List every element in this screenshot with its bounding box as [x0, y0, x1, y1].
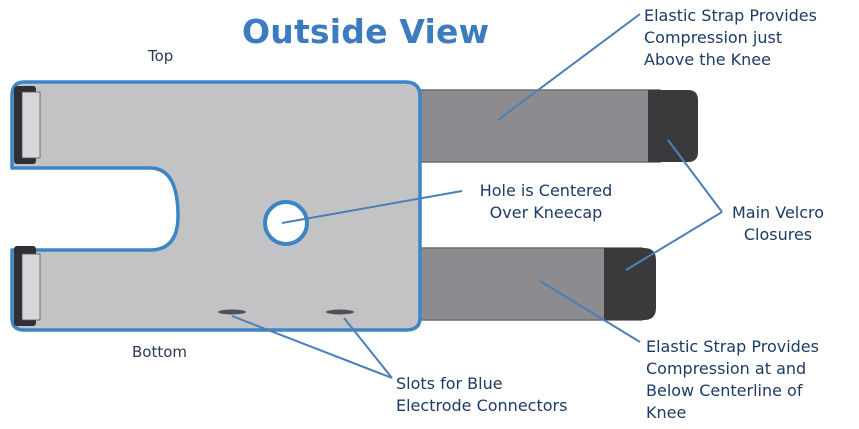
callout-hole: Hole is Centered Over Kneecap [479, 181, 613, 222]
callout-velcro: Main Velcro Closures [731, 203, 825, 244]
diagram-title: Outside View [242, 12, 490, 51]
left-top-tab [14, 86, 41, 164]
top-edge-label: Top [148, 47, 174, 65]
upper-velcro-closure [648, 90, 698, 162]
leader-slot-right [343, 317, 393, 379]
electrode-slot-right [326, 309, 354, 315]
leader-lines [231, 13, 723, 379]
callout-strap-top: Elastic Strap Provides Compression just … [644, 6, 817, 69]
left-bottom-tab [14, 246, 41, 326]
callout-strap-bottom: Elastic Strap Provides Compression at an… [646, 337, 819, 422]
bottom-edge-label: Bottom [132, 343, 188, 361]
brace-pad [10, 80, 422, 332]
leader-velcro-upper [667, 139, 723, 213]
leader-strap-top [497, 13, 641, 121]
leader-slot-left [231, 315, 393, 379]
leader-velcro-lower [625, 211, 723, 271]
lower-elastic-strap [407, 247, 656, 321]
electrode-slot-left [218, 309, 246, 315]
lower-velcro-closure [604, 248, 656, 320]
callout-slots: Slots for Blue Electrode Connectors [396, 374, 568, 415]
leader-strap-bottom [539, 280, 641, 343]
leader-hole [281, 190, 463, 224]
upper-elastic-strap [407, 89, 698, 163]
